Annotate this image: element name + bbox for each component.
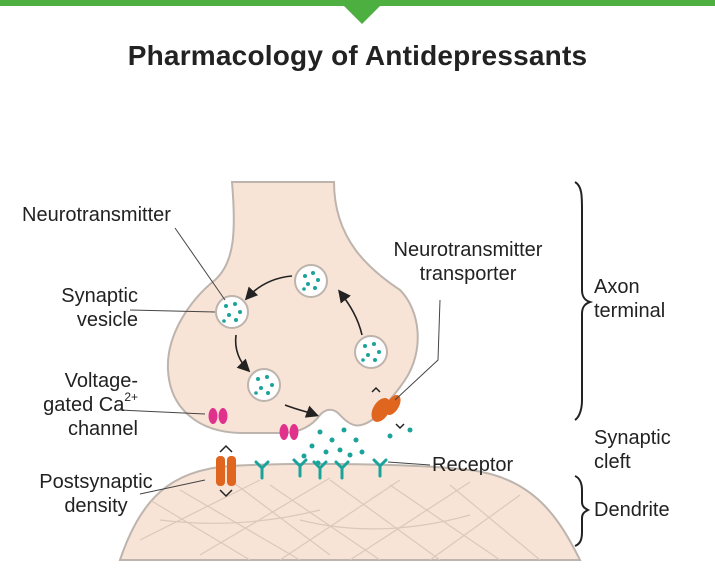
neurotransmitter-dots — [301, 427, 413, 466]
transporter-axon — [371, 386, 405, 430]
label-line: density — [64, 495, 128, 517]
label-receptor: Receptor — [432, 454, 514, 476]
label-text: gated Ca — [43, 394, 125, 416]
header-notch — [338, 0, 386, 24]
label-voltage-gated-channel: Voltage- gated Ca2+ channel — [20, 369, 138, 441]
vesicle — [354, 335, 388, 369]
label-postsynaptic-density: Postsynaptic density — [22, 470, 170, 518]
calcium-channels — [208, 408, 299, 440]
curly-brace-icon — [574, 181, 594, 547]
vesicle — [294, 264, 328, 298]
label-neurotransmitter: Neurotransmitter — [22, 204, 171, 226]
curved-arrow-icon — [234, 275, 363, 418]
label-neurotransmitter-transporter: Neurotransmitter transporter — [368, 238, 568, 286]
dendrite-shape — [118, 462, 582, 561]
label-superscript: 2+ — [124, 390, 138, 405]
label-line: Synaptic — [594, 427, 671, 449]
label-axon-terminal: Axon terminal — [594, 275, 665, 323]
dendrite-fibers — [139, 477, 541, 560]
vesicle — [215, 295, 249, 329]
receptors — [254, 458, 388, 480]
label-line: cleft — [594, 451, 631, 473]
label-line: vesicle — [76, 309, 138, 331]
label-synaptic-vesicle: Synaptic vesicle — [20, 284, 138, 332]
page-title: Pharmacology of Antidepressants — [127, 40, 588, 71]
label-line: Voltage- — [64, 370, 138, 392]
label-line: Synaptic — [61, 285, 138, 307]
label-line: transporter — [419, 263, 517, 285]
vesicle — [247, 368, 281, 402]
synaptic-vesicles — [215, 264, 388, 402]
label-dendrite: Dendrite — [594, 499, 670, 521]
label-line: Neurotransmitter — [393, 239, 543, 261]
label-line: gated Ca2+ — [20, 390, 138, 417]
label-synaptic-cleft: Synaptic cleft — [594, 426, 671, 474]
transporter-dendrite — [216, 444, 236, 498]
label-line: Postsynaptic — [39, 471, 153, 493]
axon-terminal-shape — [166, 181, 419, 434]
leader-lines — [119, 227, 441, 495]
label-line: channel — [67, 418, 138, 440]
label-line: terminal — [594, 300, 666, 322]
label-line: Axon — [594, 276, 640, 298]
